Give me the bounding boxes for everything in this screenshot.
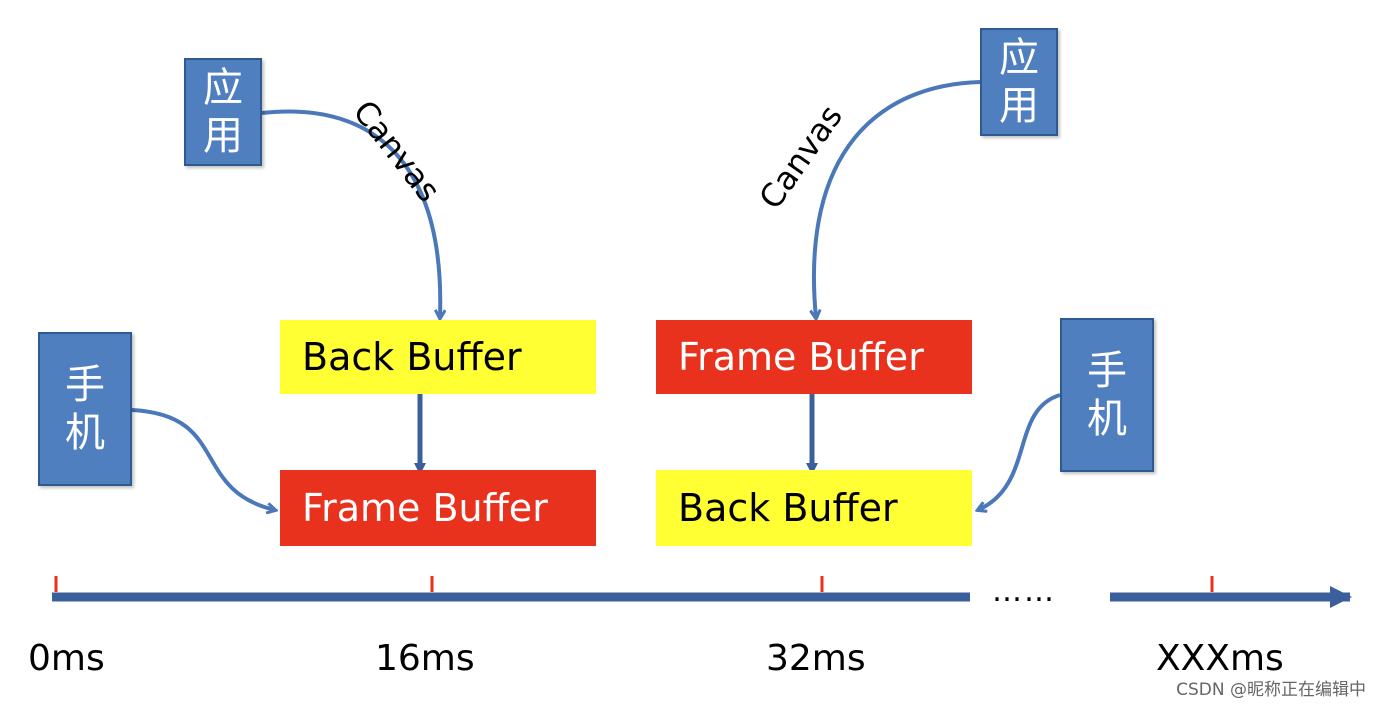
tick-label-0ms: 0ms bbox=[28, 638, 105, 679]
tick-label-16ms: 16ms bbox=[375, 638, 475, 679]
right-frame-buffer: Frame Buffer bbox=[656, 320, 972, 394]
app-to-frame-buffer-arrow bbox=[814, 80, 981, 318]
left-frame-buffer: Frame Buffer bbox=[280, 470, 596, 546]
tick-label-32ms: 32ms bbox=[766, 638, 866, 679]
right-back-buffer: Back Buffer bbox=[656, 470, 972, 546]
left-back-buffer: Back Buffer bbox=[280, 320, 596, 394]
phone-box-char: 手 bbox=[65, 362, 105, 408]
watermark: CSDN @昵称正在编辑中 bbox=[1176, 680, 1366, 700]
app-box-char: 应 bbox=[203, 65, 243, 111]
phone-box-char: 机 bbox=[65, 410, 105, 456]
app-box-right: 应 用 bbox=[980, 28, 1058, 136]
phone-box-left: 手 机 bbox=[38, 332, 132, 486]
phone-box-char: 机 bbox=[1087, 396, 1127, 442]
app-to-back-buffer-arrow bbox=[261, 109, 440, 318]
app-box-char: 应 bbox=[999, 35, 1039, 81]
tick-label-xxxms: XXXms bbox=[1156, 638, 1284, 679]
app-box-char: 用 bbox=[999, 83, 1039, 129]
phone-to-frame-buffer-arrow bbox=[131, 408, 275, 510]
phone-box-right: 手 机 bbox=[1060, 318, 1154, 472]
app-box-left: 应 用 bbox=[184, 58, 262, 166]
timeline-ellipsis: …… bbox=[992, 574, 1056, 609]
app-box-char: 用 bbox=[203, 113, 243, 159]
phone-box-char: 手 bbox=[1087, 348, 1127, 394]
phone-to-back-buffer-arrow bbox=[978, 393, 1061, 510]
